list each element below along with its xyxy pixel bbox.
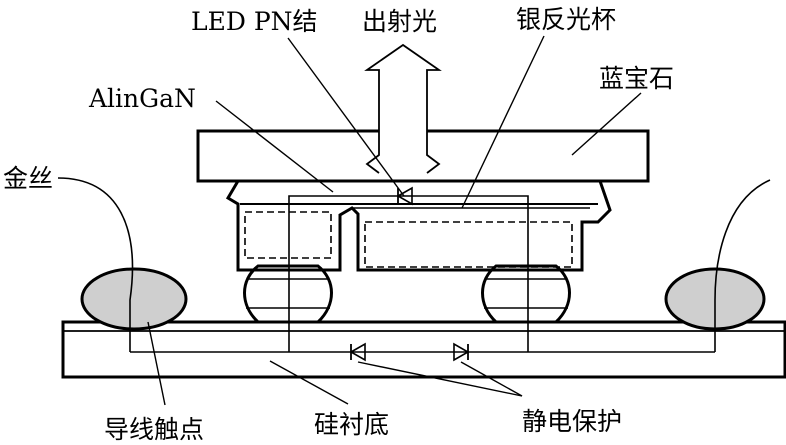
solder-bump-right <box>481 264 571 324</box>
silver-cup-right <box>364 221 573 268</box>
label-silicon-substrate: 硅衬底 <box>314 410 389 439</box>
leader-substrate <box>269 360 349 405</box>
algainn-chip-body <box>225 180 612 272</box>
label-sapphire: 蓝宝石 <box>599 64 674 93</box>
label-wire-contact: 导线触点 <box>104 415 204 444</box>
gold-wire-left <box>57 177 134 352</box>
gold-wire-right <box>714 179 771 352</box>
leader-algainn <box>215 100 334 193</box>
label-algainn: AlinGaN <box>88 84 196 113</box>
circuit-wire-upper <box>288 195 529 352</box>
esd-diode-right-icon <box>453 342 470 362</box>
light-output-arrow-icon <box>364 43 442 174</box>
leader-lines <box>147 35 642 406</box>
label-light-out: 出射光 <box>362 7 437 36</box>
leader-esd-1 <box>357 361 523 397</box>
label-gold-wire: 金丝 <box>3 164 53 193</box>
wire-contact-left <box>80 267 188 331</box>
silicon-substrate <box>61 320 786 379</box>
leader-led-pn <box>287 37 405 197</box>
led-pn-diode-icon <box>396 186 413 206</box>
leader-sapphire <box>571 92 642 156</box>
leader-wire-contact <box>147 321 166 406</box>
esd-diode-left-icon <box>349 342 366 362</box>
label-silver-cup: 银反光杯 <box>516 5 616 34</box>
leader-silver-cup <box>461 35 545 209</box>
label-esd-protection: 静电保护 <box>522 407 622 436</box>
silver-cup-left <box>244 211 332 259</box>
solder-bump-left <box>243 264 333 324</box>
label-led-pn: LED PN结 <box>191 7 318 36</box>
leader-esd-2 <box>460 361 523 397</box>
